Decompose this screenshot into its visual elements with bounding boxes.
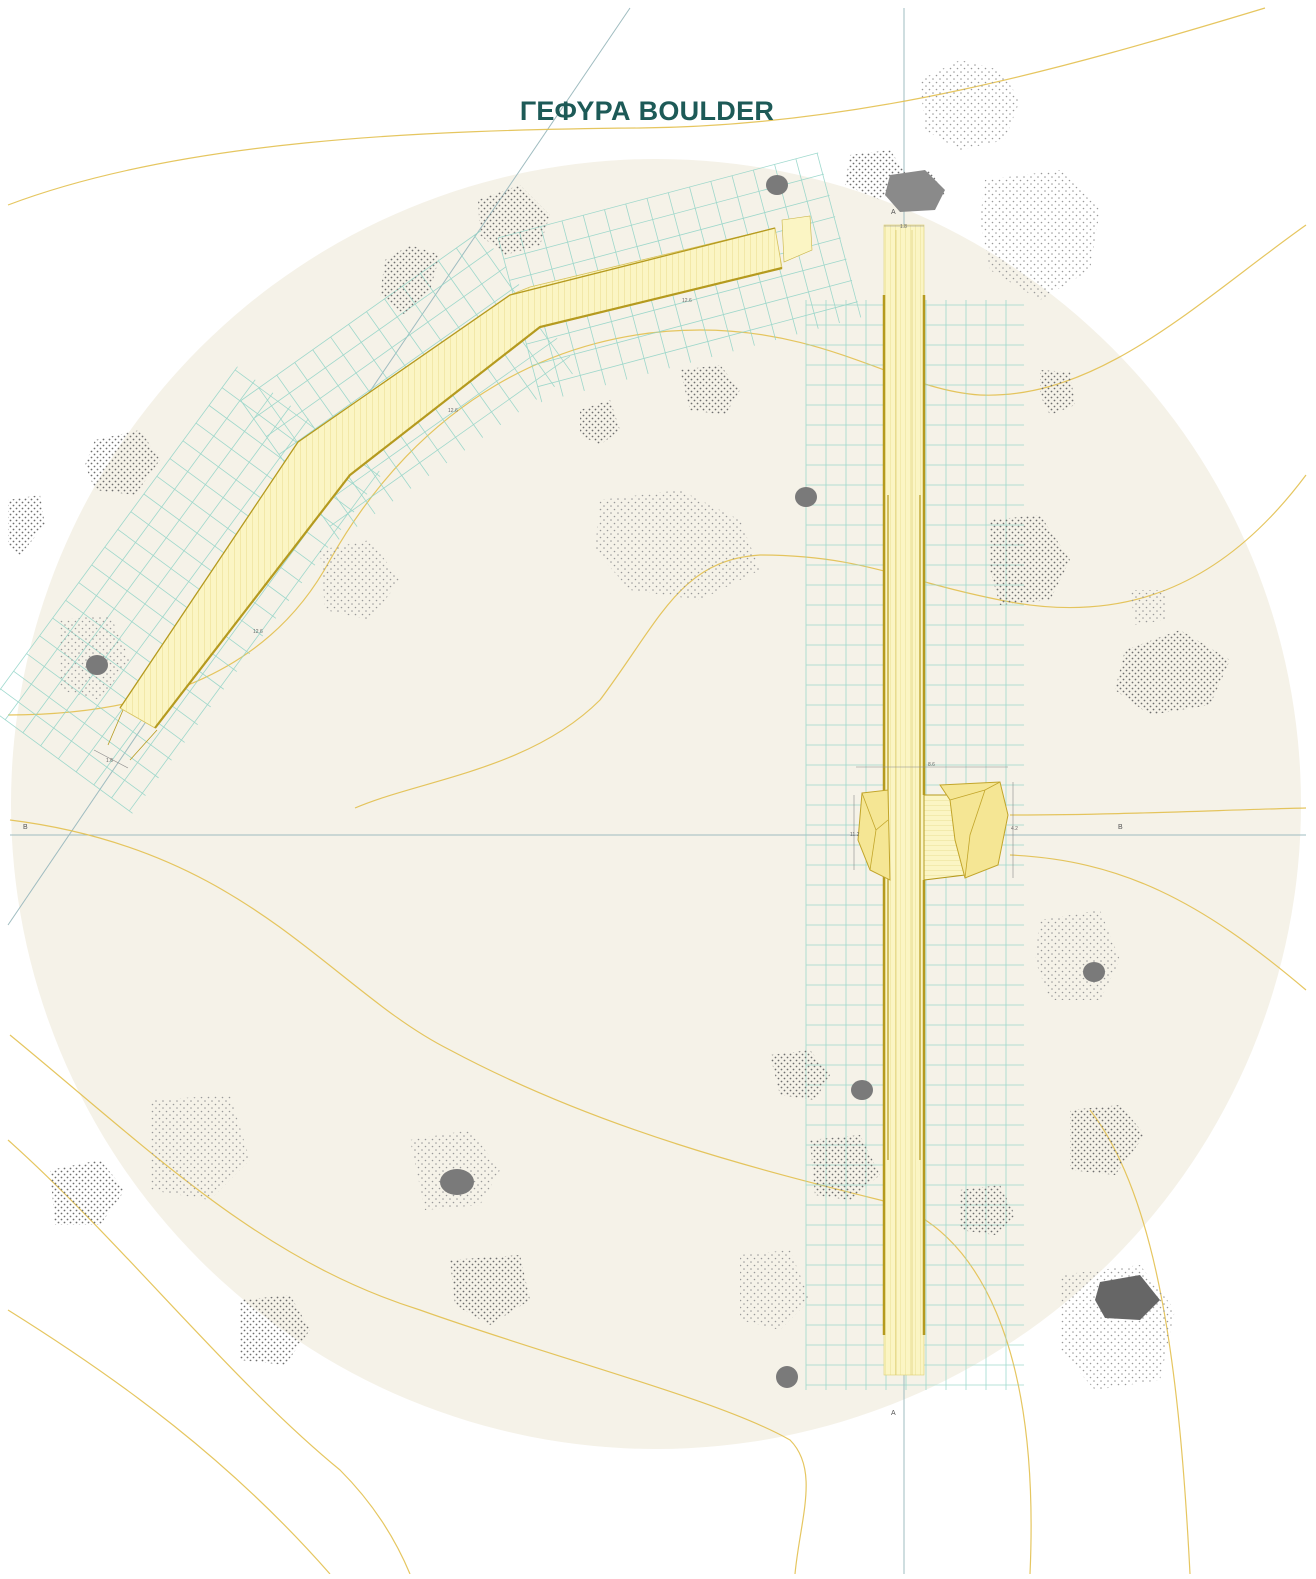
contour-line <box>9 819 1032 1575</box>
section-marker-b-left: B <box>23 824 28 831</box>
vegetation-patch <box>920 60 1020 150</box>
grid-line <box>278 284 520 455</box>
rock <box>851 1080 873 1100</box>
grid-line <box>58 418 309 760</box>
dimension-label-seg3: 12.6 <box>253 629 263 635</box>
grid-line <box>816 153 862 318</box>
boulder-facets <box>861 792 889 871</box>
dimension-lines <box>93 225 1014 878</box>
dimension-label-platform-width: 8.6 <box>928 762 935 768</box>
vegetation-patch <box>1070 1105 1145 1175</box>
grid-line <box>316 338 558 509</box>
grid-line <box>253 248 494 419</box>
rock <box>795 487 817 507</box>
contour-line <box>7 224 1307 716</box>
grid-line <box>329 355 571 527</box>
rock <box>1083 962 1105 982</box>
vegetation-patch <box>810 1135 880 1200</box>
dimension-labels: 1.8 12.6 12.6 12.6 1.6 8.6 11.2 4.2 <box>106 224 1018 838</box>
grid-line <box>509 194 830 281</box>
vegetation-patch <box>960 1185 1015 1235</box>
grid-line <box>240 230 482 401</box>
contour-line <box>1009 807 1307 816</box>
grid-line <box>0 366 238 691</box>
vegetation-patch <box>580 400 620 445</box>
section-marker-a-bottom: A <box>891 1410 896 1417</box>
grid-line <box>26 653 172 761</box>
contour-line <box>7 7 1266 206</box>
grid-line <box>0 688 146 796</box>
page-title: ΓΕΦΥΡΑ BOULDER <box>519 96 775 126</box>
boulder-left <box>857 789 891 881</box>
grid-line <box>266 266 507 437</box>
section-marker-a-top: A <box>891 209 896 216</box>
walkway-edge <box>119 227 776 709</box>
dimension-label-start-width: 1.6 <box>106 758 113 764</box>
vegetation-patch <box>50 1160 125 1225</box>
dimension-label-seg2: 12.6 <box>448 408 458 414</box>
vegetation-patch <box>770 1050 830 1100</box>
bridge-deck <box>883 224 925 1376</box>
dimension-label-seg1: 12.6 <box>682 298 692 304</box>
vegetation-patch <box>1130 590 1165 625</box>
vegetation-patch <box>740 1250 810 1330</box>
vegetation-patch <box>150 1095 250 1200</box>
vegetation-patch <box>8 495 45 555</box>
vegetation-patch <box>1040 370 1075 415</box>
grid-line <box>4 379 256 720</box>
walkway-edge <box>154 266 783 729</box>
vegetation-patch <box>380 245 440 315</box>
vegetation-patch <box>450 1255 530 1325</box>
vegetation-clusters <box>8 60 1230 1390</box>
vegetation-patch <box>980 170 1100 300</box>
rock <box>776 1366 798 1388</box>
grid-line <box>0 715 133 814</box>
vegetation-patch <box>240 1295 310 1365</box>
grid-line <box>128 470 380 812</box>
dimension-line <box>93 749 129 769</box>
grid-line <box>498 152 819 239</box>
vegetation-patch <box>680 365 740 415</box>
grid-line <box>13 670 159 779</box>
dimension-label-platform-height-right: 4.2 <box>1011 826 1018 832</box>
straight-bridge <box>857 224 1009 1376</box>
vegetation-patch <box>990 515 1070 605</box>
boulder-right <box>939 781 1009 879</box>
contour-line <box>1009 854 1307 991</box>
walkway-start <box>107 709 158 761</box>
vegetation-patch <box>1115 630 1230 715</box>
rock <box>86 655 108 675</box>
boulder-facets <box>949 781 1001 879</box>
rocks <box>86 170 1160 1388</box>
vegetation-patch <box>478 185 550 255</box>
grid-line <box>531 280 853 366</box>
vegetation-patch <box>320 540 400 620</box>
section-marker-b-right: B <box>1118 824 1123 831</box>
rock <box>885 170 945 212</box>
vegetation-patch <box>85 430 160 495</box>
grid-line <box>795 158 840 324</box>
grid-line <box>537 301 858 388</box>
dimension-label-platform-height-left: 11.2 <box>850 832 860 838</box>
section-markers: A A B B <box>23 209 1123 1417</box>
contour-line <box>7 1309 331 1575</box>
vegetation-patch <box>595 490 760 600</box>
rock <box>766 175 788 195</box>
grid-line <box>526 258 847 345</box>
rock <box>1095 1275 1160 1320</box>
site-boundary-circle <box>11 159 1301 1449</box>
rock <box>440 1169 474 1195</box>
dimension-label-top-width: 1.8 <box>900 224 907 230</box>
curved-walkway <box>107 215 813 761</box>
walkway-end <box>781 215 813 263</box>
